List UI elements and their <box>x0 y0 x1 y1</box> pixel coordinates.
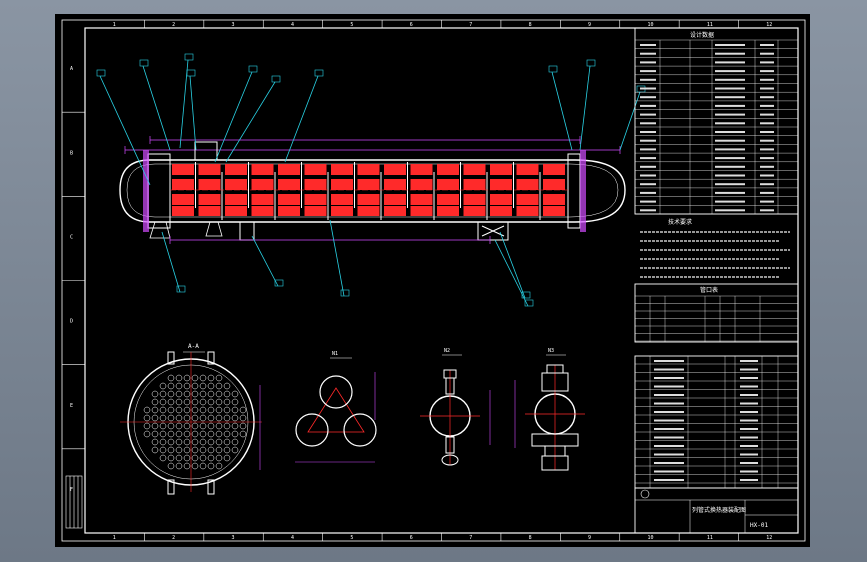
nozzle-view-2: N3 <box>514 348 585 471</box>
zone-number-top: 6 <box>410 22 413 28</box>
drawing-number: HX-01 <box>750 522 768 529</box>
zone-number-top: 4 <box>291 22 294 28</box>
zone-number-bottom: 4 <box>291 535 294 541</box>
zone-letter: E <box>70 403 73 409</box>
zone-letter: D <box>70 319 73 325</box>
zone-number-top: 7 <box>469 22 472 28</box>
svg-text:设计数据: 设计数据 <box>690 31 714 39</box>
svg-text:管口表: 管口表 <box>700 286 718 294</box>
title-block: 列管式换热器装配图 HX-01 <box>634 487 799 534</box>
zone-letter: F <box>70 487 73 493</box>
zone-number-top: 2 <box>172 22 175 28</box>
part-leaders <box>96 53 646 307</box>
zone-number-bottom: 12 <box>766 535 772 541</box>
zone-number-top: 3 <box>232 22 235 28</box>
tube-hole-pattern <box>143 374 247 470</box>
svg-text:N1: N1 <box>332 351 338 357</box>
drawing-title: 列管式换热器装配图 <box>692 506 746 514</box>
exchanger-front-view <box>119 136 626 244</box>
zone-number-top: 12 <box>766 22 772 28</box>
technical-requirements: 技术要求 <box>640 218 790 278</box>
zone-number-bottom: 2 <box>172 535 175 541</box>
tube-pitch-detail: N1 <box>295 351 377 463</box>
zone-number-bottom: 8 <box>529 535 532 541</box>
section-a-label: A-A <box>188 343 199 350</box>
nozzle-view-1: N2 <box>420 348 491 466</box>
zone-number-bottom: 5 <box>350 535 353 541</box>
zone-number-top: 8 <box>529 22 532 28</box>
zone-letter: C <box>70 234 73 240</box>
zone-number-top: 1 <box>113 22 116 28</box>
design-data-table: 设计数据 <box>634 27 799 215</box>
bottom-dimensions <box>169 236 491 244</box>
zone-number-top: 5 <box>350 22 353 28</box>
zone-number-bottom: 6 <box>410 535 413 541</box>
zone-ticks <box>62 20 739 541</box>
drawing-background <box>55 14 810 547</box>
revision-stamp <box>65 475 83 529</box>
zone-letter: A <box>70 66 73 72</box>
zone-number-bottom: 11 <box>707 535 713 541</box>
zone-number-top: 11 <box>707 22 713 28</box>
svg-text:N3: N3 <box>548 348 554 354</box>
zone-number-bottom: 7 <box>469 535 472 541</box>
zone-number-bottom: 1 <box>113 535 116 541</box>
zone-letter: B <box>70 150 73 156</box>
svg-text:N2: N2 <box>444 348 450 354</box>
zone-number-bottom: 9 <box>588 535 591 541</box>
saddle-supports <box>149 221 223 239</box>
svg-text:技术要求: 技术要求 <box>668 218 692 226</box>
zone-number-bottom: 10 <box>647 535 653 541</box>
zone-number-top: 10 <box>647 22 653 28</box>
zone-number-bottom: 3 <box>232 535 235 541</box>
section-a-view: A-A <box>120 343 262 495</box>
baffles <box>170 162 568 220</box>
nozzle-table: 管口表 <box>634 283 799 343</box>
tube-bundle <box>172 164 565 216</box>
zone-number-top: 9 <box>588 22 591 28</box>
zone-letters-left: A B C D E F <box>70 66 73 493</box>
